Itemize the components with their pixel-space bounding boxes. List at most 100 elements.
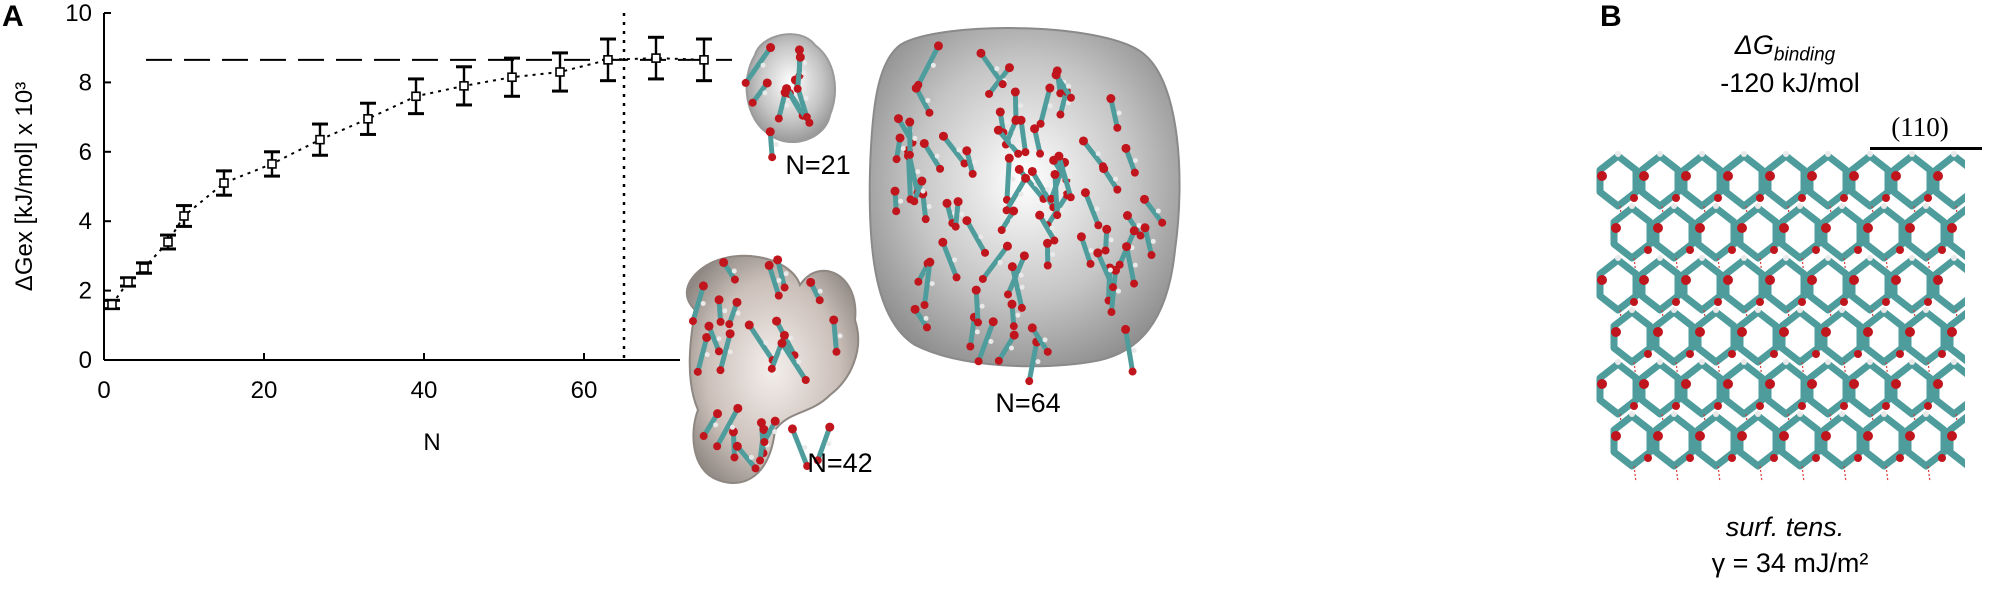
slab-oxygen (1924, 194, 1932, 202)
carbon-chain (995, 127, 1021, 157)
slab-hydrogen (1825, 255, 1831, 261)
slab-hydrogen (1615, 255, 1621, 261)
slab-hydrogen (1713, 411, 1719, 417)
slab-oxygen (1905, 431, 1915, 441)
oxygen-atom (1066, 93, 1075, 102)
carbon-chain (766, 262, 782, 299)
carbon-chain (1005, 253, 1027, 297)
slab-hydrogen (1713, 307, 1719, 313)
slab-oxygen (1798, 298, 1806, 306)
carbon-chain (1037, 212, 1057, 244)
slab-oxygen (1672, 402, 1680, 410)
data-point (107, 299, 117, 310)
hydrogen-atom (713, 422, 719, 428)
slab-oxygen (1896, 454, 1904, 462)
slab-hydrogen (1783, 359, 1789, 365)
oxygen-atom (1113, 123, 1122, 132)
slab-oxygen (1924, 298, 1932, 306)
slab-oxygen (1597, 275, 1607, 285)
data-point (651, 53, 661, 63)
slab-oxygen (1938, 454, 1946, 462)
oxygen-atom (1107, 308, 1116, 317)
hydrogen-atom (1067, 174, 1073, 180)
hbond-dashed (1927, 465, 1931, 483)
hydrogen-atom (801, 70, 807, 76)
slab-hydrogen (1825, 359, 1831, 365)
oxygen-atom (1004, 63, 1014, 73)
hydrogen-atom (1010, 218, 1016, 224)
oxygen-atom (1140, 223, 1150, 233)
oxygen-atom (922, 323, 931, 332)
hydrogen-atom (826, 441, 832, 447)
hydrogen-atom (997, 260, 1003, 266)
oxygen-atom (713, 409, 723, 419)
oxygen-atom (730, 453, 739, 462)
hydrogen-atom (763, 340, 769, 346)
oxygen-atom (1054, 151, 1064, 161)
oxygen-atom (768, 153, 777, 162)
hbond-dashed (1885, 465, 1889, 483)
y-tick-label: 4 (79, 208, 92, 235)
oxygen-atom (704, 321, 714, 331)
slab-oxygen (1821, 327, 1831, 337)
hydrogen-atom (912, 135, 918, 141)
oxygen-atom (760, 437, 769, 446)
hydrogen-atom (1066, 83, 1072, 89)
carbon-chain (978, 50, 1006, 87)
data-point (459, 81, 469, 91)
hydrogen-atom (837, 333, 843, 339)
carbon-chain (1053, 72, 1074, 101)
carbon-chain (690, 283, 706, 324)
oxygen-atom (716, 366, 725, 375)
hydrogen-atom (772, 429, 778, 435)
hydrogen-atom (974, 329, 980, 335)
oxygen-atom (1009, 330, 1019, 340)
slab-oxygen (1947, 223, 1957, 233)
slab-oxygen (1639, 379, 1649, 389)
hydrogen-atom (959, 211, 965, 217)
data-point (363, 114, 373, 124)
hydrogen-atom (1004, 119, 1010, 125)
x-tick-label: 20 (251, 377, 278, 404)
oxygen-atom (925, 108, 934, 117)
hydrogen-atom (1136, 223, 1142, 229)
slab-oxygen (1882, 298, 1890, 306)
slab-oxygen (1765, 379, 1775, 389)
oxygen-atom (732, 441, 742, 451)
slab-oxygen (1849, 171, 1859, 181)
slab-oxygen (1653, 327, 1663, 337)
carbon-chain (695, 334, 710, 375)
oxygen-atom (1025, 377, 1034, 386)
oxygen-atom (1136, 231, 1145, 240)
oxygen-atom (951, 222, 960, 231)
hydrogen-atom (1042, 337, 1048, 343)
carbon-chain (717, 331, 733, 373)
oxygen-atom (1047, 194, 1056, 203)
oxygen-atom (688, 317, 697, 326)
oxygen-atom (976, 48, 986, 58)
slab-oxygen (1653, 223, 1663, 233)
slab-oxygen (1770, 246, 1778, 254)
oxygen-atom (962, 216, 972, 226)
carbon-chain (1080, 138, 1106, 169)
slab-oxygen (1854, 350, 1862, 358)
slab-oxygen (1807, 379, 1817, 389)
data-point (139, 263, 149, 273)
slab-oxygen (1653, 431, 1663, 441)
oxygen-atom (787, 424, 797, 434)
slab-oxygen (1854, 454, 1862, 462)
carbon-chain (1009, 264, 1025, 311)
hydrogen-atom (1108, 237, 1114, 243)
slab-hydrogen (1923, 203, 1929, 209)
hydrogen-atom (700, 300, 706, 306)
slab-hydrogen (1797, 411, 1803, 417)
oxygen-atom (728, 427, 738, 437)
hydrogen-atom (803, 95, 809, 101)
data-point (507, 72, 517, 82)
slab-oxygen (1938, 350, 1946, 358)
y-axis-title: ΔGex [kJ/mol] x 10³ (11, 82, 38, 291)
slab-oxygen (1681, 171, 1691, 181)
oxygen-atom (756, 418, 766, 428)
oxygen-atom (1076, 232, 1086, 242)
slab-hydrogen (1699, 151, 1705, 157)
